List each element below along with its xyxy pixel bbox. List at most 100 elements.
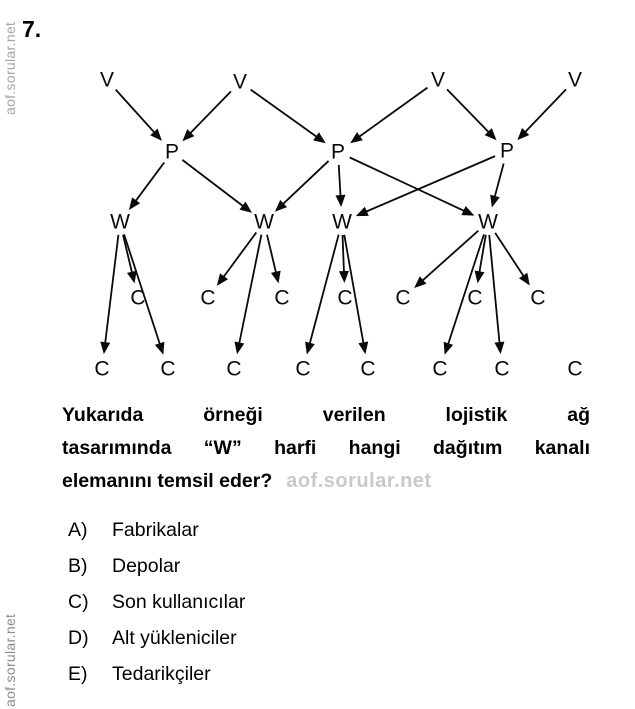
- diagram-arrowhead-V3-P3: [484, 128, 497, 141]
- diagram-arrowhead-W1-B2: [154, 341, 165, 355]
- option-c-letter: C): [68, 590, 89, 613]
- diagram-edge-P1-W1: [134, 161, 165, 203]
- diagram-arrowhead-P2-W3: [335, 194, 346, 208]
- question-line-2: tasarımında “W” harfi hangi dağıtım kana…: [62, 437, 590, 459]
- question-text: Yukarıda örneği verilen lojistik ağ tasa…: [62, 399, 590, 498]
- diagram-node-V1: V: [100, 69, 114, 92]
- diagram-arrowhead-W4-B6: [443, 341, 454, 355]
- diagram-node-V4: V: [568, 69, 582, 92]
- option-a-text: Fabrikalar: [112, 518, 199, 541]
- diagram-node-B1: C: [94, 358, 109, 381]
- diagram-node-M1: C: [130, 287, 145, 310]
- option-d[interactable]: D) Alt yükleniciler: [68, 620, 245, 656]
- diagram-edge-W1-B1: [104, 234, 120, 345]
- diagram-node-M6: C: [467, 287, 482, 310]
- diagram-edge-P1-W2: [181, 159, 245, 208]
- option-d-text: Alt yükleniciler: [112, 626, 237, 649]
- diagram-edge-V4-P3: [523, 88, 567, 134]
- diagram-node-M3: C: [274, 287, 289, 310]
- diagram-arrowhead-W2-M3: [270, 270, 281, 284]
- diagram-edge-V3-P3: [446, 88, 491, 134]
- diagram-edge-W3-B4: [308, 234, 340, 346]
- option-b-text: Depolar: [112, 554, 181, 577]
- watermark-center: aof.sorular.net: [286, 470, 432, 492]
- diagram-arrowhead-V1-P1: [150, 128, 162, 141]
- option-c[interactable]: C) Son kullanıcılar: [68, 584, 245, 620]
- diagram-node-M7: C: [530, 287, 545, 310]
- diagram-node-B8: C: [567, 358, 582, 381]
- diagram-edge-W1-B2: [123, 234, 162, 346]
- question-line-3: elemanını temsil eder? aof.sorular.net: [62, 465, 590, 498]
- diagram-edge-P2-W3: [337, 164, 342, 198]
- question-line-3-text: elemanını temsil eder?: [62, 470, 273, 492]
- diagram-arrowhead-P3-W3: [355, 206, 369, 217]
- diagram-edge-W4-M5: [421, 229, 479, 283]
- diagram-node-B2: C: [160, 358, 175, 381]
- diagram-edge-W4-M7: [494, 232, 526, 278]
- diagram-arrowhead-W1-M1: [126, 270, 137, 284]
- diagram-edge-W2-B3: [238, 234, 263, 345]
- option-c-text: Son kullanıcılar: [112, 590, 246, 613]
- diagram-edge-W3-M4: [341, 234, 345, 274]
- diagram-edge-W3-B5: [343, 234, 365, 345]
- diagram-node-W1: W: [110, 211, 130, 234]
- diagram-node-P1: P: [165, 141, 179, 164]
- diagram-node-M2: C: [200, 287, 215, 310]
- diagram-arrowhead-W4-M5: [414, 276, 427, 289]
- diagram-arrowhead-W3-M4: [338, 270, 349, 284]
- option-a-letter: A): [68, 518, 88, 541]
- diagram-node-P2: P: [331, 141, 345, 164]
- diagram-edge-P2-W4: [349, 156, 466, 213]
- diagram-node-B5: C: [360, 358, 375, 381]
- diagram-arrowhead-W2-M2: [216, 273, 229, 286]
- diagram-node-B4: C: [295, 358, 310, 381]
- diagram-node-V2: V: [233, 71, 247, 94]
- diagram-node-B6: C: [432, 358, 447, 381]
- question-number: 7.: [22, 16, 42, 42]
- diagram-arrowhead-W4-B7: [494, 341, 505, 355]
- diagram-node-W2: W: [254, 211, 274, 234]
- diagram-edge-P2-W2: [281, 160, 330, 206]
- option-e-text: Tedarikçiler: [112, 662, 211, 685]
- option-e[interactable]: E) Tedarikçiler: [68, 656, 245, 692]
- diagram-node-W3: W: [332, 211, 352, 234]
- option-b[interactable]: B) Depolar: [68, 548, 245, 584]
- diagram-edge-W1-M1: [122, 234, 134, 274]
- diagram-arrowhead-W4-M7: [518, 272, 530, 286]
- diagram-arrowhead-P1-W1: [128, 197, 141, 210]
- diagram-arrowhead-V4-P3: [517, 128, 530, 141]
- diagram-arrowhead-V3-P2: [350, 132, 363, 144]
- diagram-arrowhead-W3-B5: [358, 341, 369, 355]
- diagram-arrowhead-P1-W2: [239, 201, 253, 213]
- diagram-edge-W4-B7: [488, 234, 501, 345]
- diagram-edge-V1-P1: [115, 89, 156, 135]
- diagram-edge-W2-M3: [266, 234, 278, 274]
- option-d-letter: D): [68, 626, 89, 649]
- option-e-letter: E): [68, 662, 88, 685]
- options-list: A) Fabrikalar B) Depolar C) Son kullanıc…: [68, 512, 245, 692]
- diagram-node-W4: W: [478, 211, 498, 234]
- diagram-edge-W2-M2: [222, 231, 258, 279]
- question-line-1: Yukarıda örneği verilen lojistik ağ: [62, 404, 590, 426]
- diagram-node-B3: C: [226, 358, 241, 381]
- diagram-node-V3: V: [431, 69, 445, 92]
- diagram-node-B7: C: [494, 358, 509, 381]
- diagram-arrowhead-P2-W2: [274, 199, 288, 212]
- diagram-edge-W4-M6: [478, 234, 487, 274]
- diagram-edge-P3-W4: [493, 163, 505, 199]
- option-b-letter: B): [68, 554, 88, 577]
- option-a[interactable]: A) Fabrikalar: [68, 512, 245, 548]
- diagram-arrowhead-W2-B3: [234, 341, 245, 355]
- diagram-arrowhead-W4-M6: [474, 270, 485, 284]
- diagram-node-P3: P: [500, 140, 514, 163]
- diagram-arrowhead-P2-W4: [461, 206, 475, 216]
- diagram-edge-V2-P2: [250, 88, 319, 139]
- diagram-edge-V3-P2: [357, 86, 428, 139]
- diagram-node-M5: C: [395, 287, 410, 310]
- diagram-arrowhead-V2-P2: [313, 132, 326, 144]
- diagram-arrowhead-W1-B1: [100, 341, 111, 355]
- diagram-edge-V2-P1: [188, 90, 232, 135]
- diagram-arrowhead-W3-B4: [305, 341, 315, 355]
- diagram-edge-P3-W3: [364, 155, 496, 213]
